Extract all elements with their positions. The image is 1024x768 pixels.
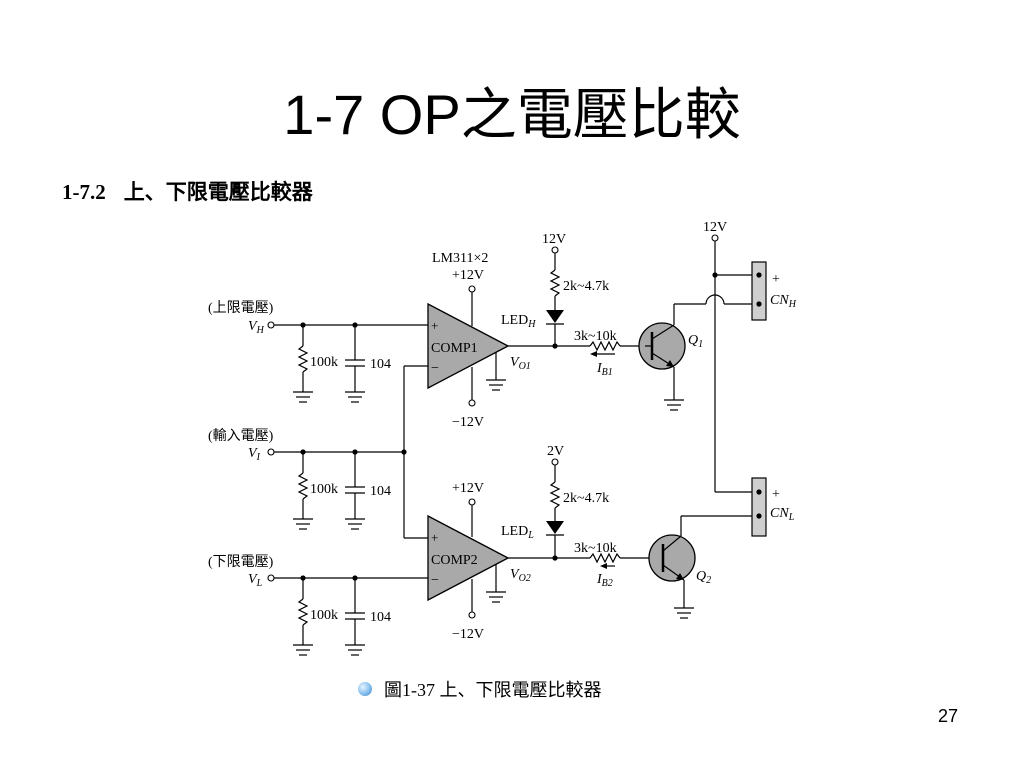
led-l-base-resistor-label: 3k~10k [574, 541, 617, 556]
ground-icon [293, 644, 313, 656]
comp2-vminus-label: −12V [452, 627, 484, 642]
ground-icon [345, 518, 365, 530]
ic-label: LM311×2 [432, 251, 488, 266]
vh-caption: (上限電壓) [208, 300, 274, 316]
input-vi-network: (輸入電壓) VI 100k 104 [208, 365, 428, 539]
comparator-comp2: +12V + − COMP2 −12V VO2 [427, 481, 590, 642]
section-heading: 1-7.2 上、下限電壓比較器 [62, 176, 313, 206]
ground-icon [345, 391, 365, 403]
vi-capacitor-label: 104 [370, 484, 391, 499]
cnl-label: CNL [770, 506, 795, 523]
vi-resistor-icon [297, 472, 309, 500]
cnl-connector-icon [751, 477, 767, 537]
cnh-label: CNH [770, 293, 797, 310]
led-branch-l: 2V 2k~4.7k LEDL 3k~10k IB2 Q2 [501, 444, 752, 619]
vh-resistor-label: 100k [310, 355, 338, 370]
vh-resistor-icon [297, 345, 309, 373]
led-h-supply-label: 12V [542, 232, 566, 247]
section-title: 上、下限電壓比較器 [123, 180, 313, 204]
ground-icon [674, 607, 694, 619]
led-h-current-label: IB1 [596, 361, 613, 378]
led-h-label: LEDH [501, 313, 536, 330]
vh-terminal [267, 321, 275, 329]
led-l-base-resistor-icon [589, 552, 621, 564]
vl-resistor-icon [297, 598, 309, 626]
q2-label: Q2 [696, 569, 711, 586]
ground-icon [293, 518, 313, 530]
vl-capacitor-label: 104 [370, 610, 391, 625]
led-h-diode-icon [546, 310, 564, 323]
led-l-label: LEDL [501, 524, 534, 541]
ground-icon [293, 391, 313, 403]
led-h-base-resistor-label: 3k~10k [574, 329, 617, 344]
arrow-left-icon [600, 563, 607, 569]
svg-text:−: − [431, 573, 439, 588]
comp2-opamp-icon [427, 514, 510, 602]
svg-text:+: + [772, 272, 780, 287]
svg-text:+: + [431, 530, 438, 545]
led-l-diode-icon [546, 521, 564, 534]
slide-title: 1-7 OP之電壓比較 [283, 83, 741, 146]
figure-caption: 圖1-37 上、下限電壓比較器 [358, 676, 602, 702]
vi-caption: (輸入電壓) [208, 428, 274, 444]
comp2-output-label: VO2 [510, 567, 531, 584]
comp2-label: COMP2 [431, 553, 478, 568]
page-number: 27 [938, 706, 959, 726]
input-vh-network: (上限電壓) VH 100k 104 [208, 300, 428, 403]
comp2-vplus-label: +12V [452, 481, 484, 496]
vh-label: VH [248, 319, 265, 336]
vh-capacitor-label: 104 [370, 357, 391, 372]
ground-icon [486, 379, 506, 391]
led-l-resistor-label: 2k~4.7k [563, 491, 609, 506]
arrow-left-icon [590, 351, 597, 357]
led-branch-h: 12V 2k~4.7k LEDH 3k~10k IB1 Q1 [501, 232, 752, 411]
input-vl-network: (下限電壓) VL 100k 104 [208, 554, 428, 656]
svg-text:−: − [431, 361, 439, 376]
ground-icon [664, 399, 684, 411]
comp1-vminus-label: −12V [452, 415, 484, 430]
ground-icon [345, 644, 365, 656]
q1-label: Q1 [688, 333, 703, 350]
q2-transistor-icon [648, 534, 696, 582]
led-h-resistor-label: 2k~4.7k [563, 279, 609, 294]
caption-text: 圖1-37 上、下限電壓比較器 [384, 680, 602, 700]
ground-icon [486, 591, 506, 603]
led-l-supply-label: 2V [547, 444, 564, 459]
vi-resistor-label: 100k [310, 482, 338, 497]
led-h-base-resistor-icon [589, 340, 621, 352]
vl-resistor-label: 100k [310, 608, 338, 623]
comp1-vplus-label: +12V [452, 268, 484, 283]
comparator-comp1: LM311×2 +12V + − COMP1 −12V VO1 [427, 251, 590, 430]
comp1-output-label: VO1 [510, 355, 531, 372]
right-supply-label: 12V [703, 220, 727, 235]
vi-terminal [267, 448, 275, 456]
vl-caption: (下限電壓) [208, 554, 274, 570]
led-l-resistor-icon [549, 481, 561, 509]
vl-label: VL [248, 572, 263, 589]
vl-terminal [267, 574, 275, 582]
led-h-resistor-icon [549, 269, 561, 297]
q1-transistor-icon [638, 322, 686, 370]
svg-text:+: + [772, 487, 780, 502]
section-number: 1-7.2 [62, 180, 106, 204]
connector-section: 12V + CNH + CNL [703, 220, 797, 537]
comp1-opamp-icon [427, 302, 510, 390]
comp1-label: COMP1 [431, 341, 478, 356]
svg-text:+: + [431, 318, 438, 333]
bullet-icon [358, 682, 372, 696]
led-l-current-label: IB2 [596, 572, 613, 589]
vi-label: VI [248, 446, 261, 463]
cnh-connector-icon [751, 261, 767, 321]
